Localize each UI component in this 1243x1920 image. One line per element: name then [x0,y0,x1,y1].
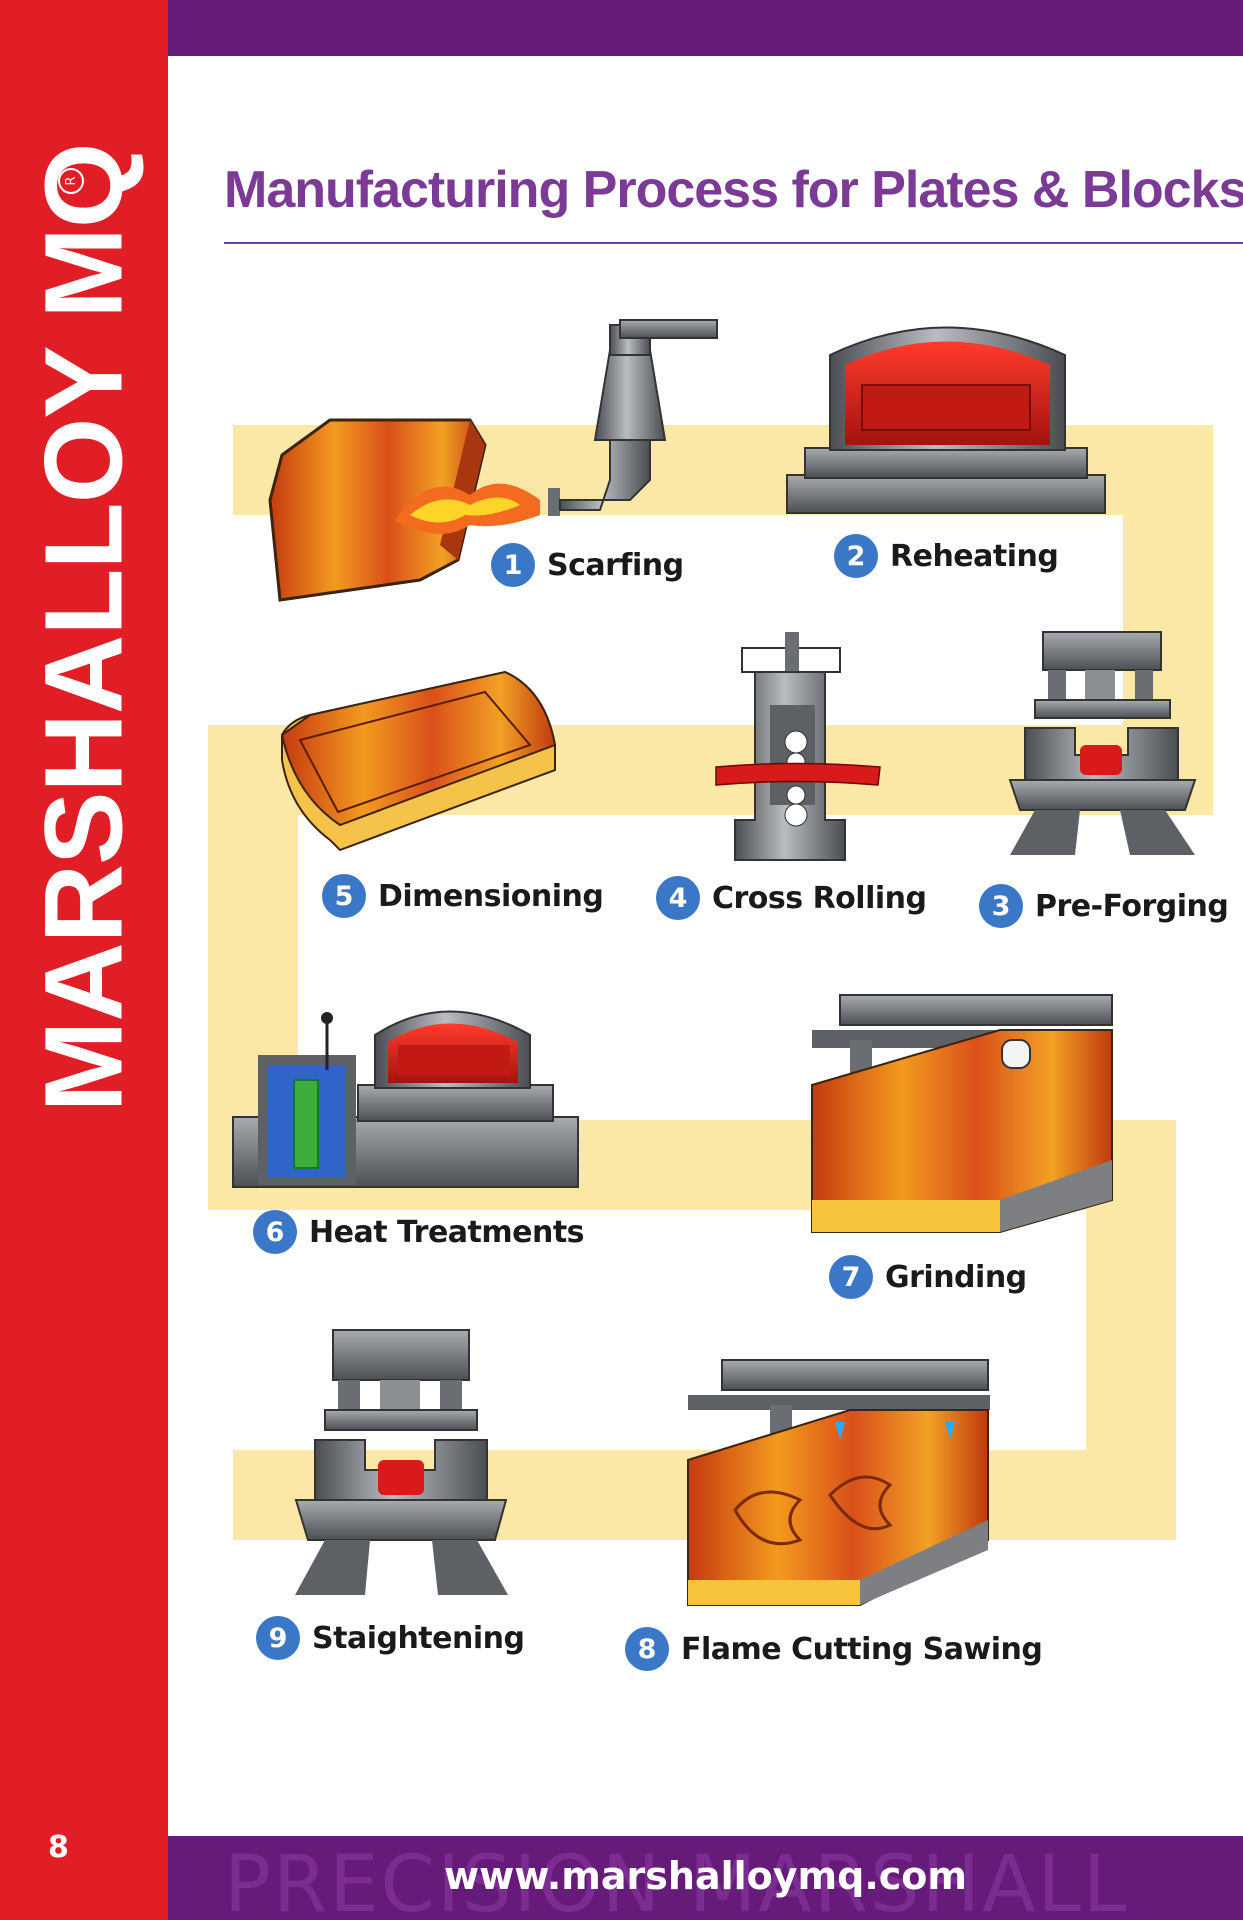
top-bar [168,0,1243,56]
step-7-label: Grinding [885,1259,1027,1295]
step-6-heat-treatments: 6 Heat Treatments [253,1210,585,1254]
pre-forging-illustration [1008,631,1197,855]
step-4-label: Cross Rolling [712,880,927,916]
step-2-reheating: 2 Reheating [834,534,1059,578]
grinding-illustration [811,994,1113,1233]
bottom-bar: PRECISION MARSHALL www.marshalloymq.com [168,1836,1243,1920]
step-8-label: Flame Cutting Sawing [681,1631,1043,1667]
step-7-number: 7 [829,1255,873,1299]
step-5-number: 5 [322,874,366,918]
step-1-number: 1 [491,543,535,587]
footer-watermark: PRECISION MARSHALL [224,1840,1129,1920]
step-8-flame-cutting: 8 Flame Cutting Sawing [625,1627,1043,1671]
dimensioning-illustration [280,670,557,852]
step-4-cross-rolling: 4 Cross Rolling [656,876,927,920]
reheating-illustration [786,326,1106,514]
step-3-pre-forging: 3 Pre-Forging [979,884,1229,928]
step-1-label: Scarfing [547,547,684,583]
step-4-number: 4 [656,876,700,920]
flame-cutting-illustration [687,1359,990,1606]
website-url[interactable]: www.marshalloymq.com [443,1854,967,1898]
page-title: Manufacturing Process for Plates & Block… [224,161,1243,219]
step-7-grinding: 7 Grinding [829,1255,1027,1299]
step-5-dimensioning: 5 Dimensioning [322,874,604,918]
step-3-number: 3 [979,884,1023,928]
heat-treatments-illustration [232,1010,579,1188]
step-2-number: 2 [834,534,878,578]
step-5-label: Dimensioning [378,878,604,914]
step-9-number: 9 [256,1616,300,1660]
step-1-scarfing: 1 Scarfing [491,543,684,587]
step-6-label: Heat Treatments [309,1214,585,1250]
sidebar: MARSHALLOY MQ R 8 [0,0,168,1920]
page-number: 8 [48,1830,69,1865]
straightening-illustration [294,1329,508,1595]
step-9-straightening: 9 Staightening [256,1616,525,1660]
step-8-number: 8 [625,1627,669,1671]
step-3-label: Pre-Forging [1035,888,1229,924]
step-9-label: Staightening [312,1620,525,1656]
title-divider [224,242,1243,244]
cross-rolling-illustration [715,632,881,861]
scarfing-illustration [268,319,718,602]
step-2-label: Reheating [890,538,1059,574]
step-6-number: 6 [253,1210,297,1254]
